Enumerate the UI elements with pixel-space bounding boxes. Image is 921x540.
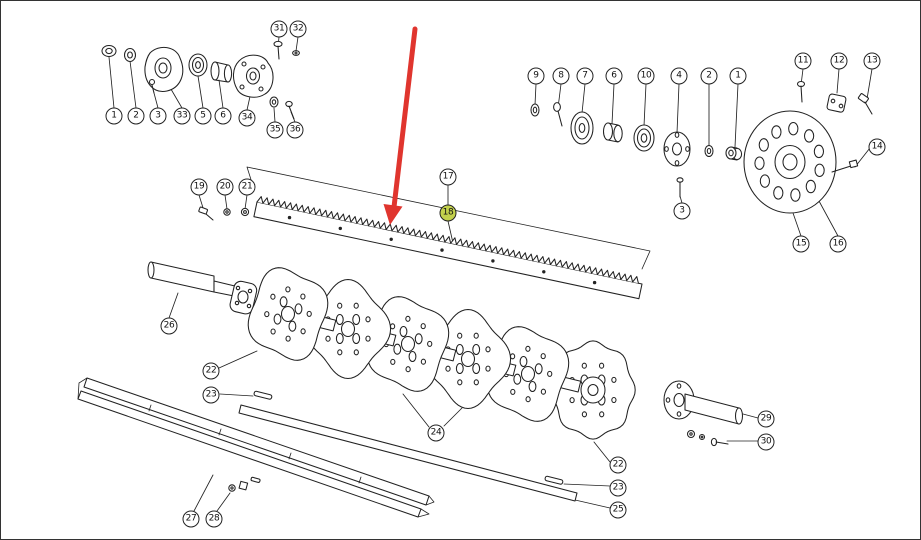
callout-1[interactable]: 1	[729, 67, 747, 85]
callout-16[interactable]: 16	[829, 235, 847, 253]
drive-disc-hole	[814, 163, 825, 178]
callout-7[interactable]: 7	[576, 67, 594, 85]
callout-21[interactable]: 21	[238, 178, 256, 196]
callout-10[interactable]: 10	[637, 67, 655, 85]
end-disc	[550, 340, 636, 440]
callout-27[interactable]: 27	[182, 510, 200, 528]
red-pointer-arrow	[383, 26, 418, 225]
callout-17[interactable]: 17	[439, 168, 457, 186]
cutterbar-rivet	[592, 280, 597, 285]
callout-30[interactable]: 30	[757, 433, 775, 451]
bearing-parts-cluster-top	[530, 102, 743, 198]
callout-36[interactable]: 36	[286, 121, 304, 139]
drive-disc-hole	[773, 186, 784, 200]
callout-8[interactable]: 8	[552, 67, 570, 85]
callout-13[interactable]: 13	[863, 52, 881, 70]
drive-disc-cluster-right	[743, 80, 873, 214]
callout-2[interactable]: 2	[700, 67, 718, 85]
drive-disc-hole	[759, 174, 771, 188]
serrated-edge	[256, 196, 639, 284]
cutterbar-rivet	[542, 270, 546, 274]
callout-6[interactable]: 6	[605, 67, 623, 85]
drive-disc-hole	[758, 138, 769, 152]
callout-15[interactable]: 15	[792, 235, 810, 253]
callout-12[interactable]: 12	[830, 52, 848, 70]
cutterbar-rivet	[491, 259, 495, 263]
arrow-shaft	[391, 26, 418, 210]
drive-disc-hole	[790, 188, 801, 202]
drive-disc-hole	[754, 156, 765, 170]
callout-1[interactable]: 1	[105, 107, 123, 125]
callout-22[interactable]: 22	[609, 456, 627, 474]
callout-25[interactable]: 25	[609, 501, 627, 519]
callout-14[interactable]: 14	[868, 138, 886, 156]
drive-disc-hole	[771, 125, 782, 139]
callout-6[interactable]: 6	[214, 107, 232, 125]
cutterbar-rivet	[287, 215, 292, 220]
callout-23[interactable]: 23	[202, 386, 220, 404]
drive-disc-hole	[813, 144, 825, 159]
callout-5[interactable]: 5	[194, 107, 212, 125]
callout-35[interactable]: 35	[266, 121, 284, 139]
callout-26[interactable]: 26	[160, 317, 178, 335]
cutterbar-rivet	[338, 226, 342, 231]
callout-11[interactable]: 11	[794, 52, 812, 70]
callout-19[interactable]: 19	[190, 178, 208, 196]
callout-3[interactable]: 3	[149, 107, 167, 125]
hub-shaft-right	[663, 380, 744, 447]
cutterbar-rivet	[440, 248, 444, 252]
callout-29[interactable]: 29	[757, 410, 775, 428]
callout-3[interactable]: 3	[673, 202, 691, 220]
callout-32[interactable]: 32	[289, 20, 307, 38]
rotor-shaft-left	[147, 261, 258, 315]
cutterbar-rivet	[389, 237, 393, 241]
drive-disc-holes	[754, 121, 825, 202]
serrated-cutterbar	[253, 196, 643, 300]
drive-disc-hole	[805, 179, 816, 194]
callout-34[interactable]: 34	[238, 109, 256, 127]
callout-9[interactable]: 9	[527, 67, 545, 85]
drive-disc-hole	[803, 129, 815, 143]
cutting-disc	[247, 267, 329, 361]
callout-23[interactable]: 23	[609, 479, 627, 497]
callout-18[interactable]: 18	[439, 204, 457, 222]
callout-24[interactable]: 24	[427, 424, 445, 442]
skid-rail	[77, 377, 435, 518]
leader-lines	[108, 36, 878, 512]
callout-22[interactable]: 22	[202, 362, 220, 380]
callout-2[interactable]: 2	[127, 107, 145, 125]
callout-4[interactable]: 4	[670, 67, 688, 85]
knife-back-bar	[238, 390, 578, 502]
callout-31[interactable]: 31	[270, 20, 288, 38]
cutting-discs	[247, 267, 636, 440]
callout-20[interactable]: 20	[216, 178, 234, 196]
callout-33[interactable]: 33	[173, 107, 191, 125]
hub-parts-cluster-left	[101, 40, 300, 120]
arrow-head	[383, 204, 403, 225]
left-small-fasteners	[198, 206, 250, 221]
drive-disc-hole	[788, 121, 799, 136]
callout-28[interactable]: 28	[205, 510, 223, 528]
cutterbar-body	[253, 201, 643, 300]
